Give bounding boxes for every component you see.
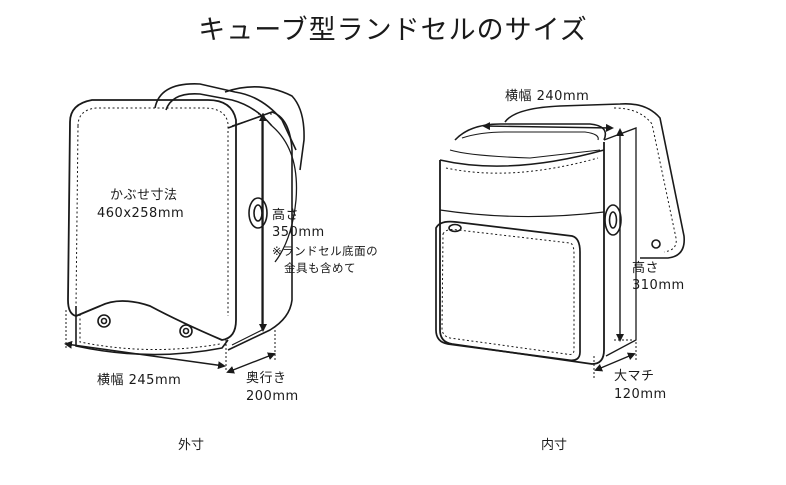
inner-height-label: 高さ	[632, 261, 660, 276]
inner-gusset-label: 大マチ	[614, 369, 655, 384]
outer-flap-label: かぶせ寸法	[110, 188, 178, 203]
inner-height-value: 310mm	[632, 278, 685, 293]
outer-width-arrow	[64, 340, 226, 370]
outer-depth-label: 奥行き	[246, 371, 287, 386]
outer-height-note-1: ※ランドセル底面の	[272, 244, 379, 258]
outer-flap-value: 460x258mm	[97, 206, 185, 221]
outer-depth-value: 200mm	[246, 389, 299, 404]
outer-caption: 外寸	[178, 438, 205, 453]
inner-width-arrow	[482, 122, 614, 132]
inner-backpack-illustration	[435, 102, 685, 365]
outer-dimension-arrows	[64, 113, 276, 374]
inner-gusset-value: 120mm	[614, 387, 667, 402]
inner-caption: 内寸	[541, 438, 568, 453]
outer-width-label: 横幅 245mm	[97, 373, 182, 388]
outer-height-value: 350mm	[272, 225, 325, 240]
outer-height-label: 高さ	[272, 208, 300, 223]
inner-dimension-arrows	[482, 122, 637, 378]
page-title: キューブ型ランドセルのサイズ	[198, 15, 588, 46]
outer-height-note-2: 金具も含めて	[284, 261, 356, 275]
outer-depth-arrow	[226, 352, 276, 374]
inner-width-label: 横幅 240mm	[505, 89, 590, 104]
inner-gusset-arrow	[594, 352, 636, 372]
